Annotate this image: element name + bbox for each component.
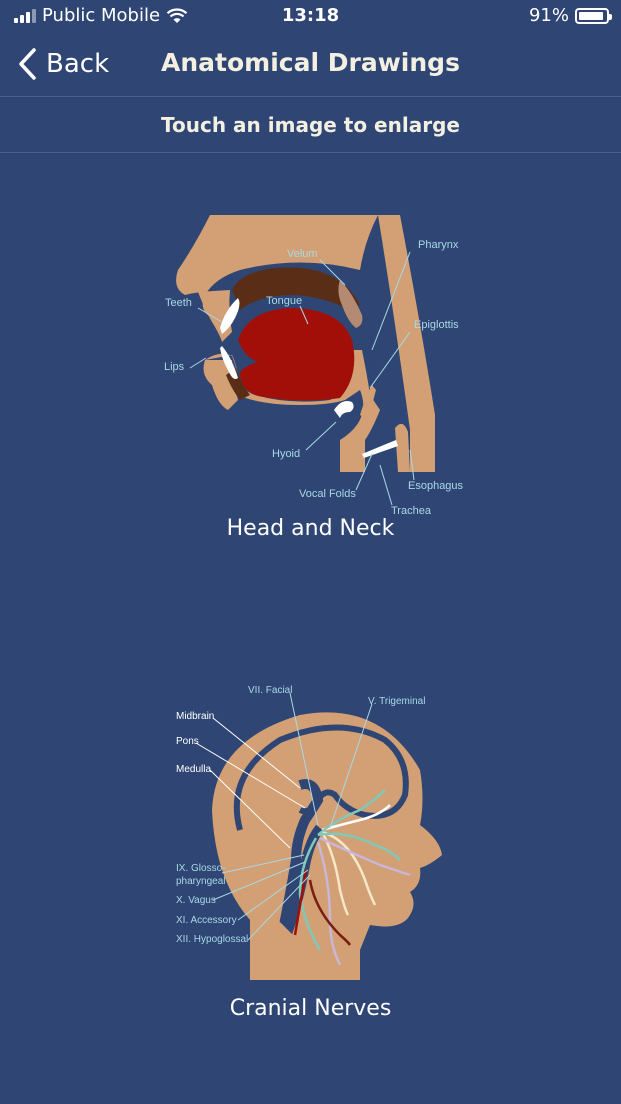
- instruction-text: Touch an image to enlarge: [0, 97, 621, 153]
- battery-level: [579, 11, 603, 20]
- head-and-neck-drawing[interactable]: Velum Pharynx Teeth Tongue Epiglottis Li…: [0, 200, 621, 550]
- label-teeth: Teeth: [165, 297, 192, 309]
- back-button[interactable]: Back: [16, 44, 109, 84]
- label-velum: Velum: [287, 248, 318, 260]
- pharynx-wall: [378, 215, 435, 472]
- chevron-left-icon: [19, 48, 36, 80]
- label-pons: Pons: [176, 736, 199, 747]
- head-and-neck-illustration: Velum Pharynx Teeth Tongue Epiglottis Li…: [164, 215, 464, 517]
- lower-teeth: [220, 346, 238, 379]
- label-lips: Lips: [164, 361, 185, 373]
- nasal-cavity: [176, 215, 378, 318]
- status-left: Public Mobile: [14, 5, 188, 26]
- label-hyoid: Hyoid: [272, 448, 300, 460]
- lower-jaw: [205, 350, 380, 472]
- vocal-folds-shape: [362, 440, 398, 458]
- label-trigeminal: V. Trigeminal: [368, 696, 425, 707]
- page-title: Anatomical Drawings: [161, 48, 460, 77]
- label-esophagus: Esophagus: [408, 480, 464, 492]
- wifi-icon: [166, 7, 188, 23]
- label-tongue: Tongue: [266, 295, 302, 307]
- label-epiglottis: Epiglottis: [414, 319, 459, 331]
- cranial-nerves-drawing[interactable]: VII. Facial V. Trigeminal Midbrain Pons …: [0, 680, 621, 1040]
- label-hypoglossal: XII. Hypoglossal: [176, 934, 248, 945]
- head-silhouette: [212, 712, 442, 980]
- battery-icon: [575, 7, 612, 24]
- label-midbrain: Midbrain: [176, 711, 214, 722]
- palate: [232, 267, 360, 310]
- back-label: Back: [46, 49, 110, 79]
- upper-teeth: [220, 298, 240, 334]
- label-medulla: Medulla: [176, 764, 211, 775]
- label-trachea: Trachea: [391, 505, 432, 517]
- velum: [338, 280, 363, 328]
- caption-head-and-neck: Head and Neck: [226, 516, 395, 541]
- cranial-nerves-illustration: VII. Facial V. Trigeminal Midbrain Pons …: [176, 685, 442, 980]
- status-right: 91%: [528, 5, 612, 26]
- tongue-shape: [238, 308, 355, 401]
- hyoid-bone: [334, 401, 354, 418]
- label-glossopharyngeal-2: pharyngeal: [176, 876, 225, 887]
- label-vagus: X. Vagus: [176, 895, 216, 906]
- esophagus-shape: [395, 423, 410, 472]
- label-accessory: XI. Accessory: [176, 915, 237, 926]
- label-vocal-folds: Vocal Folds: [299, 488, 356, 500]
- battery-percent: 91%: [528, 5, 569, 26]
- clock: 13:18: [281, 5, 340, 26]
- label-pharynx: Pharynx: [418, 239, 459, 251]
- label-glossopharyngeal-1: IX. Glosso-: [176, 863, 225, 874]
- label-facial: VII. Facial: [248, 685, 292, 696]
- navigation-bar: Back Anatomical Drawings: [0, 34, 621, 97]
- epiglottis-shape: [360, 385, 376, 420]
- carrier-name: Public Mobile: [42, 5, 161, 26]
- signal-icon: [14, 8, 36, 23]
- status-bar: Public Mobile 13:18 91%: [0, 0, 621, 34]
- caption-cranial-nerves: Cranial Nerves: [229, 996, 392, 1021]
